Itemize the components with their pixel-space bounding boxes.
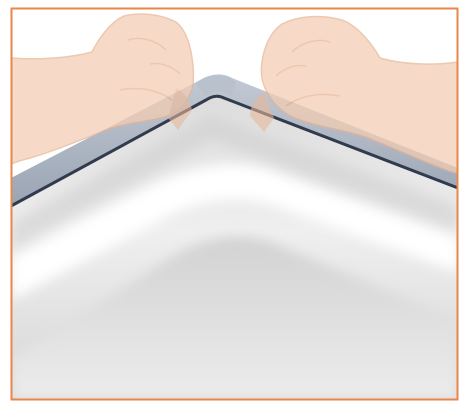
seal-installation-illustration xyxy=(0,0,469,406)
illustration-frame xyxy=(0,0,469,406)
